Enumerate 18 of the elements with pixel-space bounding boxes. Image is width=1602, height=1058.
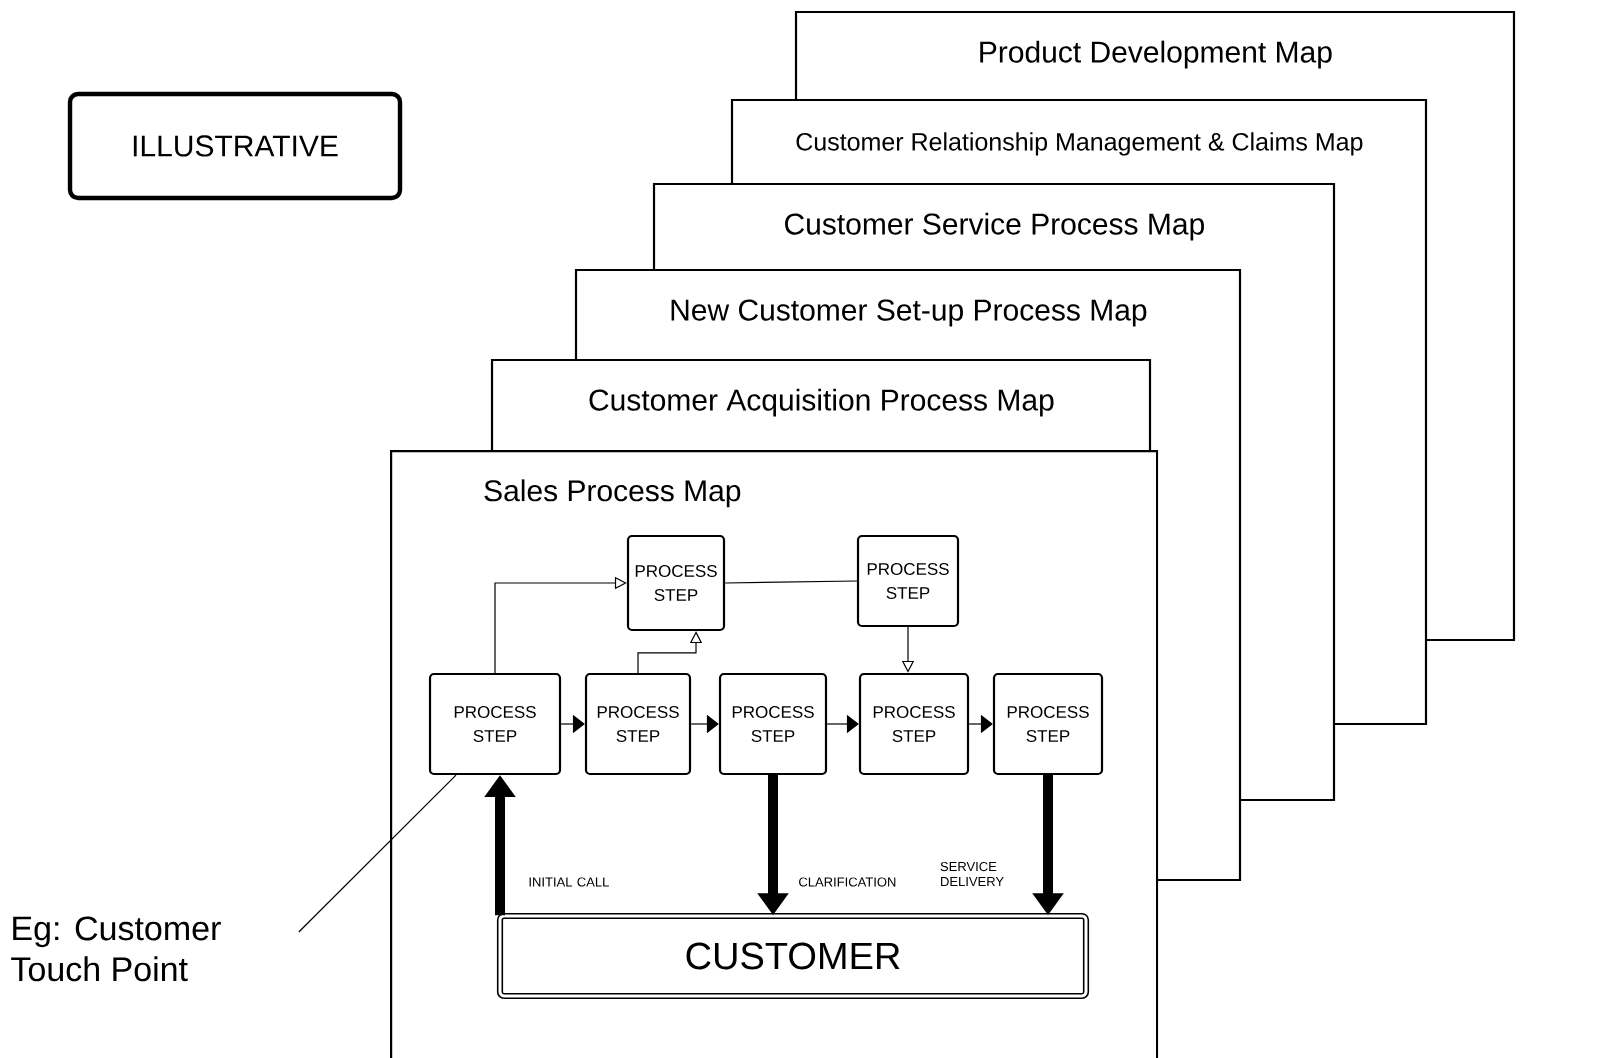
process-step-box: PROCESS STEP: [858, 672, 970, 776]
process-step-box: PROCESS STEP: [626, 534, 726, 632]
process-map-sheet: Customer Relationship Management & Claims Map: [796, 132, 1363, 156]
process-map-sheet: Customer Acquisition Process Map: [589, 388, 1054, 417]
process-step-box: PROCESS STEP: [718, 672, 828, 776]
callout-text: Eg: Customer Touch Point: [11, 916, 221, 982]
process-map-sheet: New Customer Set-up Process Map: [671, 299, 1147, 327]
process-map-sheet: Customer Service Process Map: [785, 212, 1204, 241]
process-step-box: PROCESS STEP: [856, 534, 960, 628]
label-box: ILLUSTRATIVE: [67, 91, 403, 201]
process-map-sheet: Product Development Map: [980, 40, 1332, 69]
leader-line: [298, 774, 457, 933]
arrow: [494, 576, 627, 674]
process-step-box: PROCESS STEP: [992, 672, 1104, 776]
customer-box: CUSTOMER: [496, 912, 1090, 1000]
process-step-box: PROCESS STEP: [584, 672, 692, 776]
process-step-box: PROCESS STEP: [428, 672, 562, 776]
connector-line: [724, 580, 858, 584]
